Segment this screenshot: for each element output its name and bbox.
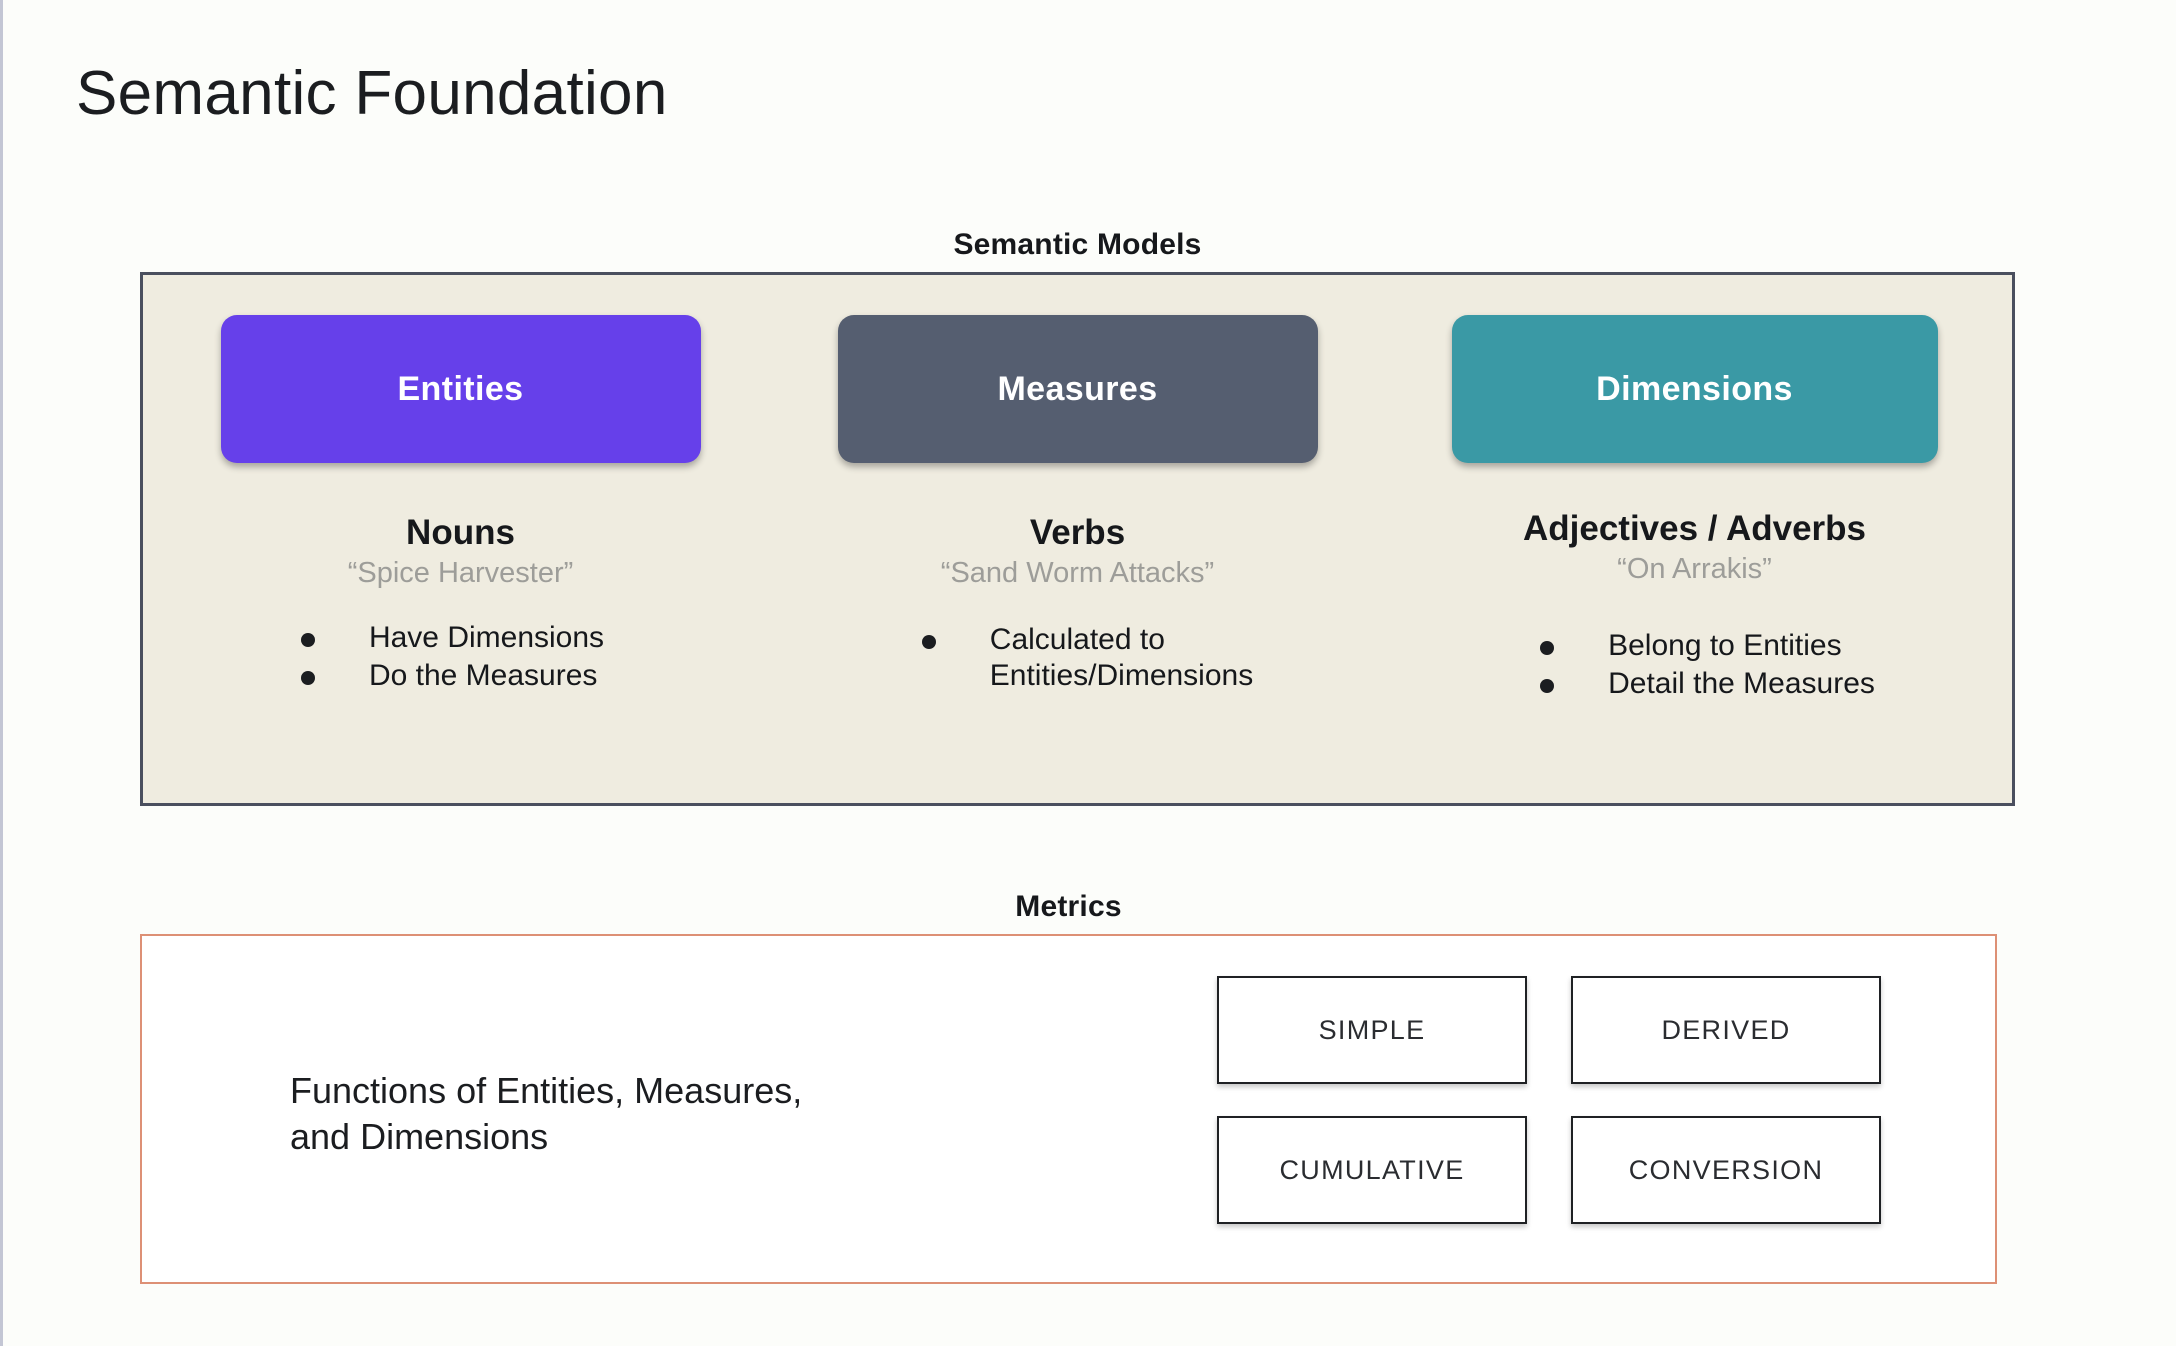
semantic-models-section: Semantic Models Entities Nouns “Spice Ha… (140, 228, 2015, 806)
list-item: Do the Measures (300, 658, 604, 695)
list-item: Detail the Measures (1540, 666, 1875, 703)
entities-example: “Spice Harvester” (347, 556, 574, 589)
dimensions-example: “On Arrakis” (1617, 552, 1772, 585)
semantic-column-dimensions: Dimensions Adjectives / Adverbs “On Arra… (1421, 315, 1968, 721)
dimensions-bullet-1: Detail the Measures (1608, 667, 1875, 701)
semantic-models-columns: Entities Nouns “Spice Harvester” Have Di… (143, 275, 2012, 721)
dimensions-part-of-speech: Adjectives / Adverbs (1522, 509, 1866, 548)
semantic-column-entities: Entities Nouns “Spice Harvester” Have Di… (187, 315, 734, 721)
page-title: Semantic Foundation (76, 59, 668, 128)
entities-bullet-list: Have Dimensions Do the Measures (300, 620, 605, 697)
dimensions-bullet-list: Belong to Entities Detail the Measures (1540, 628, 1875, 705)
measures-part-of-speech: Verbs (1029, 513, 1126, 552)
entities-part-of-speech: Nouns (406, 513, 515, 552)
semantic-column-measures: Measures Verbs “Sand Worm Attacks” Calcu… (804, 315, 1351, 721)
measures-pill[interactable]: Measures (837, 315, 1318, 463)
entities-bullet-0: Have Dimensions (368, 620, 605, 654)
measures-bullet-list: Calculated to Entities/Dimensions (921, 622, 1254, 697)
semantic-models-heading: Semantic Models (953, 228, 1202, 261)
column-spacer (1351, 315, 1421, 721)
measures-example: “Sand Worm Attacks” (940, 556, 1215, 589)
bullet-icon (300, 632, 315, 647)
metrics-panel: Functions of Entities, Measures, and Dim… (140, 934, 1997, 1284)
bullet-icon (1540, 640, 1555, 655)
metrics-section: Metrics Functions of Entities, Measures,… (140, 890, 1997, 1284)
bullet-icon (1540, 679, 1555, 694)
metrics-type-grid: SIMPLE DERIVED CUMULATIVE CONVERSION (1217, 976, 1881, 1224)
entities-bullet-1: Do the Measures (368, 659, 598, 693)
column-spacer (734, 315, 804, 721)
semantic-models-panel: Entities Nouns “Spice Harvester” Have Di… (140, 272, 2015, 806)
list-item: Have Dimensions (300, 620, 605, 657)
dimensions-bullet-0: Belong to Entities (1608, 628, 1842, 662)
dimensions-pill[interactable]: Dimensions (1451, 315, 1938, 463)
list-item: Belong to Entities (1540, 628, 1875, 665)
entities-pill[interactable]: Entities (220, 315, 701, 463)
slide-left-edge (0, 0, 3, 1346)
list-item: Calculated to Entities/Dimensions (921, 622, 1254, 695)
metric-box-simple[interactable]: SIMPLE (1217, 976, 1527, 1084)
metrics-description: Functions of Entities, Measures, and Dim… (290, 1070, 803, 1158)
measures-bullet-0: Calculated to Entities/Dimensions (989, 622, 1254, 693)
metric-box-cumulative[interactable]: CUMULATIVE (1217, 1116, 1527, 1224)
metric-box-derived[interactable]: DERIVED (1571, 976, 1881, 1084)
metrics-heading: Metrics (1015, 890, 1122, 923)
metric-box-conversion[interactable]: CONVERSION (1571, 1116, 1881, 1224)
bullet-icon (921, 634, 936, 649)
bullet-icon (300, 671, 315, 686)
